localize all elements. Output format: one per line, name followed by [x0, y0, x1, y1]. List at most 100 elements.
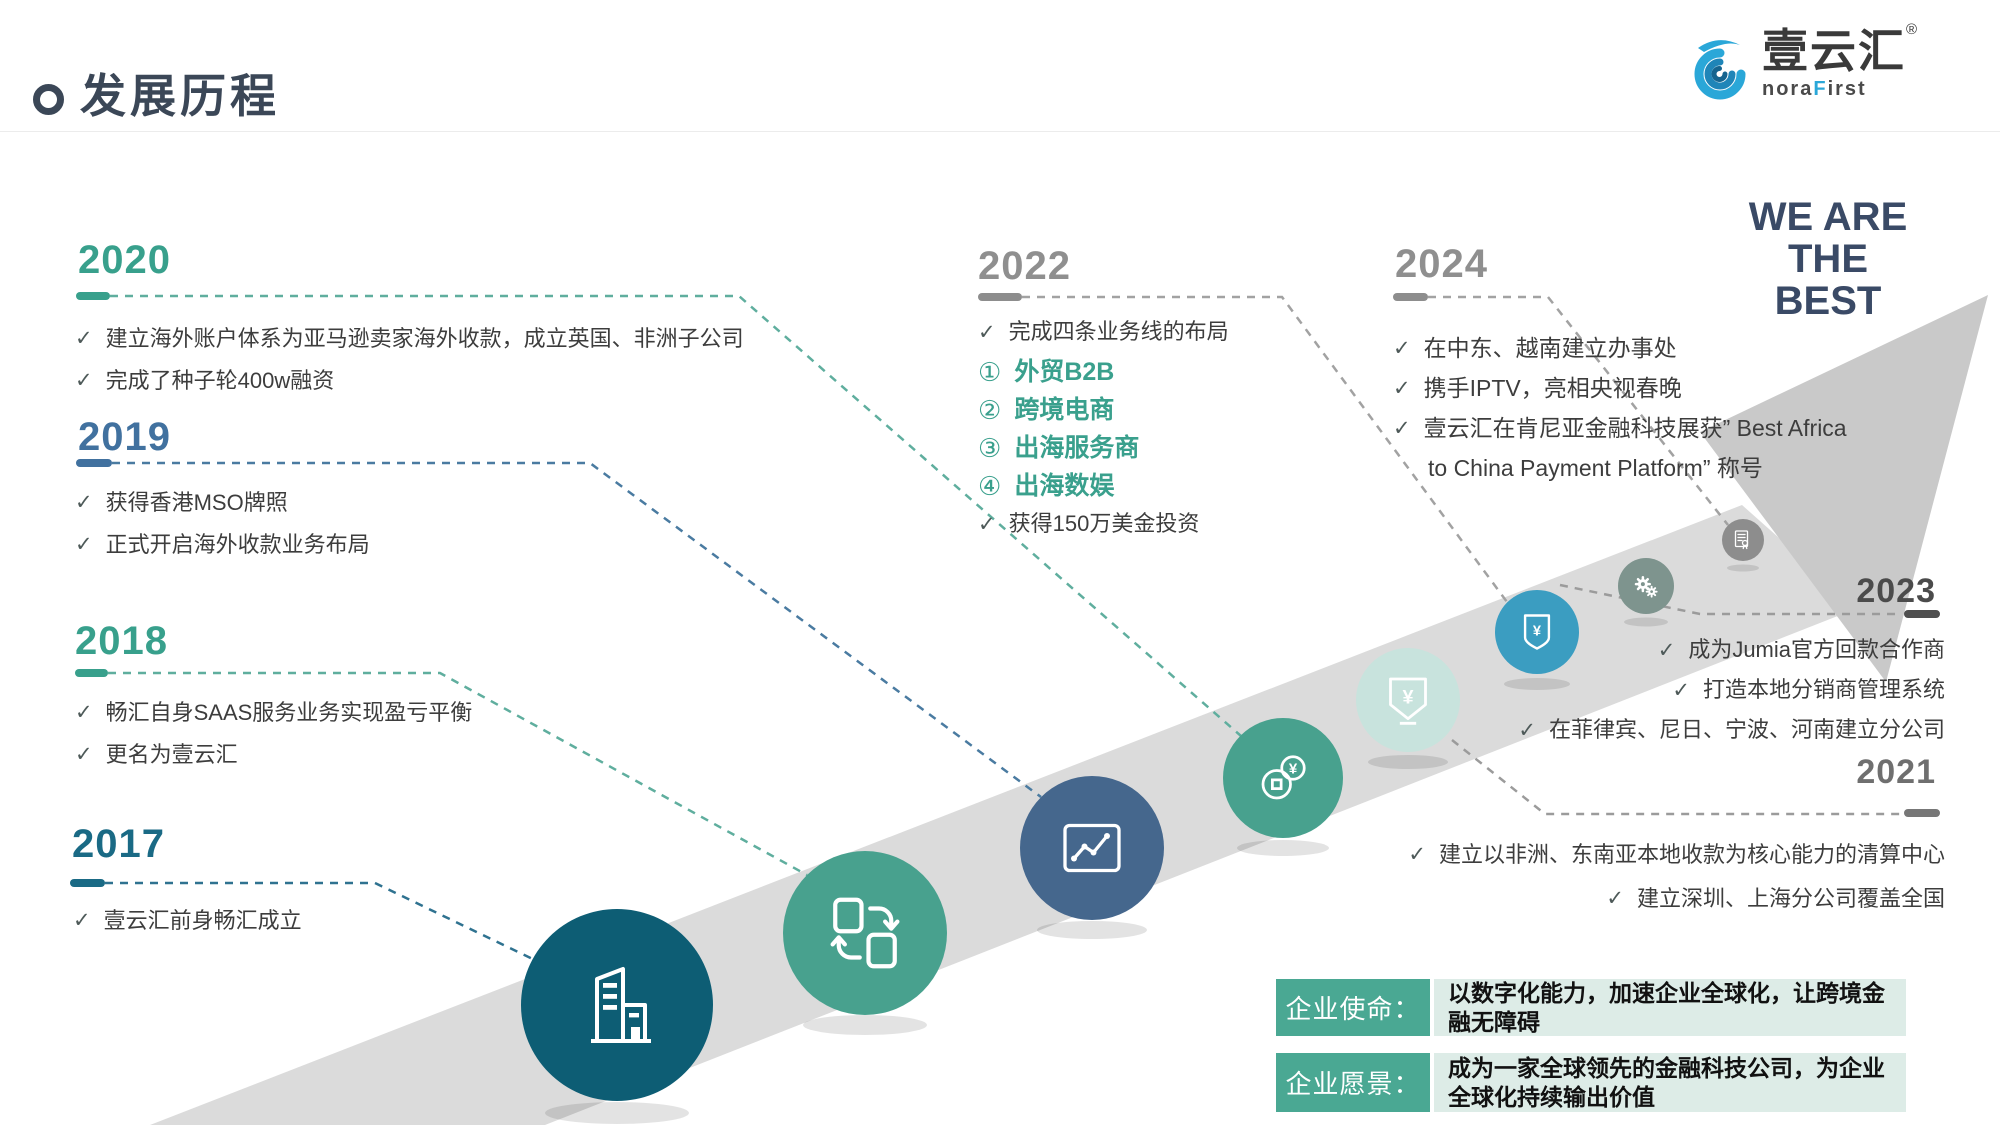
milestone-circle-2021: ¥ [1356, 648, 1460, 752]
milestone-text: 出海数娱 [1014, 472, 1115, 500]
milestone-item: ✓ 携手IPTV，亮相央视春晚 [1393, 374, 1847, 404]
milestone-text: 壹云汇前身畅汇成立 [103, 908, 302, 933]
building-icon [591, 967, 651, 1043]
check-icon: ✓ [1393, 377, 1411, 400]
brand-name: 壹云汇® [1762, 21, 1918, 77]
milestone-item: ✓ 建立以非洲、东南亚本地收款为核心能力的清算中心 [1408, 840, 1945, 870]
shield-yen-icon: ¥ [1389, 677, 1427, 725]
header-divider [0, 131, 2000, 132]
slogan-line1: WE ARE [1748, 195, 1908, 239]
milestone-list-2023: ✓成为Jumia官方回款合作商 ✓打造本地分销商管理系统 ✓在菲律宾、尼日、宁波… [1518, 636, 1945, 756]
milestone-item: ✓完成四条业务线的布局 [978, 318, 1229, 348]
growth-arrow-head [1700, 295, 1988, 682]
milestone-text: 获得150万美金投资 [1008, 511, 1200, 536]
circled-number-icon: ③ [978, 433, 1002, 463]
check-icon: ✓ [75, 701, 93, 724]
check-icon: ✓ [1518, 719, 1536, 742]
milestone-item: ✓建立深圳、上海分公司覆盖全国 [1408, 884, 1945, 914]
check-icon: ✓ [75, 533, 93, 556]
connector-2018 [108, 671, 808, 877]
sync-icon [830, 897, 900, 969]
milestone-item: ✓更名为壹云汇 [75, 740, 472, 770]
logo-swirl-icon [1694, 40, 1746, 100]
milestone-item: to China Payment Platform” 称号 [1393, 454, 1847, 483]
milestone-text: 畅汇自身SAAS服务业务实现盈亏平衡 [105, 700, 473, 725]
milestone-text: 完成了种子轮400w融资 [105, 368, 335, 393]
business-line-item: ④ 出海数娱 [978, 472, 1229, 500]
year-label-2018: 2018 [75, 619, 168, 663]
milestone-circle-2024 [1722, 519, 1764, 561]
milestone-list-2021: ✓ 建立以非洲、东南亚本地收款为核心能力的清算中心 ✓建立深圳、上海分公司覆盖全国 [1408, 840, 1945, 928]
milestone-item: ✓成为Jumia官方回款合作商 [1518, 636, 1945, 666]
milestone-text: 在中东、越南建立办事处 [1423, 335, 1677, 361]
svg-text:¥: ¥ [1402, 687, 1413, 709]
badge-yen-icon: ¥ [1523, 614, 1551, 650]
milestone-item: ✓ 建立海外账户体系为亚马逊卖家海外收款，成立英国、非洲子公司 [75, 324, 744, 354]
milestone-text: 获得香港MSO牌照 [105, 490, 288, 515]
milestone-list-2020: ✓ 建立海外账户体系为亚马逊卖家海外收款，成立英国、非洲子公司 ✓ 完成了种子轮40… [75, 324, 744, 408]
milestone-item: ✓正式开启海外收款业务布局 [75, 530, 370, 560]
mission-label: 企业使命： [1276, 979, 1430, 1036]
circled-number-icon: ④ [978, 471, 1002, 501]
milestone-text: to China Payment Platform” 称号 [1428, 455, 1763, 481]
year-label-2020: 2020 [78, 238, 171, 282]
milestone-circle-2020: ¥ [1223, 718, 1343, 838]
milestone-circle-2022: ¥ [1495, 590, 1579, 674]
circle-shadows [545, 564, 1759, 1124]
check-icon: ✓ [75, 369, 93, 392]
milestone-circle-2019 [1020, 776, 1164, 920]
check-icon: ✓ [1606, 887, 1624, 910]
business-line-item: ③ 出海服务商 [978, 434, 1229, 462]
milestone-item: ✓ 完成了种子轮400w融资 [75, 366, 744, 396]
check-icon: ✓ [1393, 337, 1411, 360]
year-label-2019: 2019 [78, 415, 171, 459]
milestone-text: 建立海外账户体系为亚马逊卖家海外收款，成立英国、非洲子公司 [105, 326, 744, 351]
milestone-circle-2023 [1618, 558, 1674, 614]
milestone-item: ✓打造本地分销商管理系统 [1518, 676, 1945, 706]
slogan-line2: THE BEST [1774, 237, 1882, 323]
check-icon: ✓ [1408, 843, 1426, 866]
bullet-ring-icon [33, 84, 64, 115]
check-icon: ✓ [1393, 417, 1411, 440]
connector-2017 [105, 881, 546, 967]
milestone-text: 打造本地分销商管理系统 [1702, 677, 1945, 702]
coins-icon: ¥ [1261, 755, 1306, 800]
check-icon: ✓ [75, 327, 93, 350]
milestone-list-2018: ✓ 畅汇自身SAAS服务业务实现盈亏平衡 ✓更名为壹云汇 [75, 698, 472, 782]
gears-icon [1634, 576, 1658, 598]
milestone-circle-2018 [783, 851, 947, 1015]
year-label-2021: 2021 [1856, 753, 1936, 791]
year-label-2022: 2022 [978, 244, 1071, 288]
milestone-list-2019: ✓获得香港MSO牌照 ✓正式开启海外收款业务布局 [75, 488, 370, 572]
milestone-item: ✓ 在中东、越南建立办事处 [1393, 334, 1847, 364]
connector-2023 [1559, 583, 1898, 616]
milestone-item: ✓获得香港MSO牌照 [75, 488, 370, 518]
milestone-text: 携手IPTV，亮相央视春晚 [1423, 375, 1682, 401]
company-logo: 壹云汇® noraFirst [1688, 21, 1978, 108]
connector-2024 [1428, 295, 1729, 526]
milestone-text: 外贸B2B [1014, 358, 1115, 386]
milestone-item: ✓获得150万美金投资 [978, 510, 1229, 540]
milestone-text: 出海服务商 [1014, 434, 1140, 462]
milestone-text: 建立以非洲、东南亚本地收款为核心能力的清算中心 [1438, 842, 1945, 867]
circled-number-icon: ② [978, 395, 1002, 425]
milestone-item: ✓壹云汇在肯尼亚金融科技展获” Best Africa [1393, 414, 1847, 444]
mission-text: 以数字化能力，加速企业全球化，让跨境金融无障碍 [1434, 979, 1906, 1036]
year-label-2017: 2017 [72, 822, 165, 866]
milestone-text: 成为Jumia官方回款合作商 [1688, 637, 1945, 662]
milestone-circle-2017 [521, 909, 713, 1101]
check-icon: ✓ [73, 909, 91, 932]
year-label-2023: 2023 [1856, 572, 1936, 610]
vision-label: 企业愿景： [1276, 1053, 1430, 1112]
circled-number-icon: ① [978, 357, 1002, 387]
milestone-item: ✓ 畅汇自身SAAS服务业务实现盈亏平衡 [75, 698, 472, 728]
vision-text: 成为一家全球领先的金融科技公司，为企业全球化持续输出价值 [1434, 1053, 1906, 1112]
line-chart-icon [1063, 823, 1121, 873]
brand-wordmark: noraFirst [1762, 78, 1867, 100]
check-icon: ✓ [978, 321, 996, 344]
milestone-item: ✓ 壹云汇前身畅汇成立 [73, 906, 302, 936]
business-line-item: ① 外贸B2B [978, 358, 1229, 386]
milestone-list-2017: ✓ 壹云汇前身畅汇成立 [73, 906, 302, 948]
